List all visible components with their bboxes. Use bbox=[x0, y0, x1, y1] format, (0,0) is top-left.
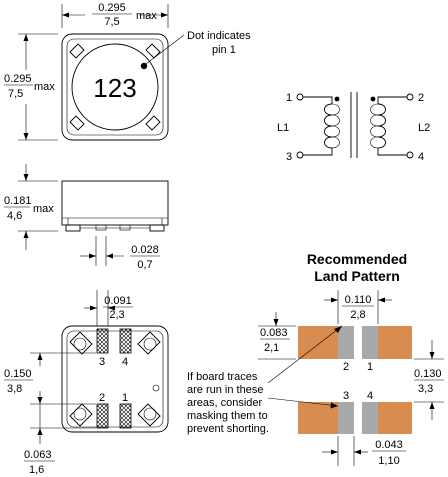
top-width-suffix: max bbox=[136, 10, 157, 22]
side-view: 0.181 4,6 max 0.028 0,7 bbox=[4, 164, 169, 271]
pin1-dot bbox=[140, 62, 148, 70]
land-gray-top-left bbox=[338, 326, 354, 359]
pin1-leader bbox=[145, 34, 185, 65]
side-height-suffix: max bbox=[33, 203, 54, 215]
bottom-edge-in: 0.063 bbox=[24, 449, 52, 461]
side-height-in: 0.181 bbox=[4, 195, 32, 207]
coil-l2-label: L2 bbox=[418, 122, 430, 134]
land-gray-bottom-left bbox=[338, 402, 354, 434]
land-gray-bottom-right bbox=[362, 402, 378, 434]
land-pattern-title-2: Land Pattern bbox=[314, 268, 400, 284]
land-note-line2: are run in these bbox=[187, 384, 263, 396]
bottom-pin1-label: 1 bbox=[122, 392, 128, 404]
schematic-pin4: 4 bbox=[418, 151, 424, 163]
land-gap-mm: 2,8 bbox=[350, 309, 365, 321]
land-span-mm: 3,3 bbox=[418, 383, 433, 395]
land-pin2-label: 2 bbox=[343, 361, 349, 373]
land-gray-top-right bbox=[362, 326, 378, 359]
top-width-in: 0.295 bbox=[98, 2, 126, 14]
top-body-outline bbox=[61, 33, 169, 141]
bottom-pad-1 bbox=[119, 403, 132, 429]
bottom-pad-width-mm: 2,3 bbox=[109, 309, 124, 321]
land-gap-in: 0.110 bbox=[345, 294, 372, 306]
part-marking: 123 bbox=[93, 73, 136, 103]
land-note-line5: prevent shorting. bbox=[187, 423, 269, 435]
note-leader-bottom bbox=[267, 397, 339, 407]
land-pad-width-in: 0.043 bbox=[375, 439, 403, 451]
bottom-edge-mm: 1,6 bbox=[29, 464, 44, 476]
land-pad-width-mm: 1,10 bbox=[378, 455, 399, 467]
land-pattern-title-1: Recommended bbox=[307, 251, 407, 267]
pin1-note-line2: pin 1 bbox=[212, 44, 236, 56]
top-core-circle bbox=[71, 43, 159, 131]
bottom-span-mm: 3,8 bbox=[7, 383, 22, 395]
top-notch-tr bbox=[145, 43, 161, 59]
terminal-width-mm: 0,7 bbox=[137, 259, 152, 271]
coil-l2 bbox=[377, 103, 386, 149]
coil-l2-dot bbox=[370, 96, 376, 102]
land-note-line4: masking them to bbox=[187, 410, 268, 422]
land-pin4-label: 4 bbox=[367, 390, 373, 402]
top-width-mm: 7,5 bbox=[104, 16, 119, 28]
land-pad-bottom-right bbox=[378, 402, 412, 434]
top-height-suffix: max bbox=[34, 81, 55, 93]
bottom-pin3-label: 3 bbox=[99, 356, 105, 368]
bottom-pad-width-in: 0.091 bbox=[104, 295, 132, 307]
bottom-pin2-label: 2 bbox=[99, 392, 105, 404]
note-leader-top bbox=[267, 325, 343, 384]
land-pad-top-right bbox=[378, 326, 412, 359]
top-notch-bl bbox=[69, 115, 85, 131]
top-view: 123 Dot indicates pin 1 0.295 7,5 max 0.… bbox=[4, 2, 251, 141]
land-pad-height-mm: 2,1 bbox=[264, 342, 279, 354]
pin1-note-line1: Dot indicates bbox=[187, 30, 251, 42]
bottom-pad-3 bbox=[96, 328, 109, 354]
bottom-body bbox=[61, 325, 169, 433]
side-height-mm: 4,6 bbox=[7, 210, 22, 222]
bottom-pad-4 bbox=[119, 328, 132, 354]
land-pad-top-left bbox=[298, 326, 338, 359]
coil-l1-label: L1 bbox=[277, 122, 289, 134]
bottom-pin4-label: 4 bbox=[122, 356, 128, 368]
top-body-inner bbox=[66, 38, 164, 136]
side-terminal-left bbox=[65, 224, 81, 232]
schematic-pin2: 2 bbox=[418, 92, 424, 104]
bottom-view: 3 4 2 1 0.091 2,3 0.150 3,8 0.063 1,6 bbox=[4, 290, 169, 476]
land-pin3-label: 3 bbox=[343, 390, 349, 402]
coil-l1-dot bbox=[334, 96, 340, 102]
top-notch-tl bbox=[69, 43, 85, 59]
land-span-in: 0.130 bbox=[414, 368, 442, 380]
bottom-span-in: 0.150 bbox=[4, 368, 32, 380]
side-body bbox=[61, 180, 169, 226]
coil-l1 bbox=[324, 103, 333, 149]
schematic: 1 3 2 4 L1 L2 bbox=[277, 92, 430, 163]
schematic-pin1: 1 bbox=[286, 92, 292, 104]
land-pin1-label: 1 bbox=[367, 361, 373, 373]
side-terminal-right bbox=[149, 224, 165, 232]
land-note-line3: areas, consider bbox=[187, 397, 263, 409]
top-height-in: 0.295 bbox=[4, 73, 32, 85]
top-height-mm: 7,5 bbox=[8, 88, 23, 100]
bottom-pad-2 bbox=[96, 403, 109, 429]
top-notch-br bbox=[145, 115, 161, 131]
schematic-pin3: 3 bbox=[286, 151, 292, 163]
land-pad-height-in: 0.083 bbox=[260, 327, 288, 339]
terminal-width-in: 0.028 bbox=[131, 244, 159, 256]
land-pattern: Recommended Land Pattern 2 1 3 4 0.110 2… bbox=[187, 251, 444, 467]
land-note-line1: If board traces bbox=[187, 371, 258, 383]
